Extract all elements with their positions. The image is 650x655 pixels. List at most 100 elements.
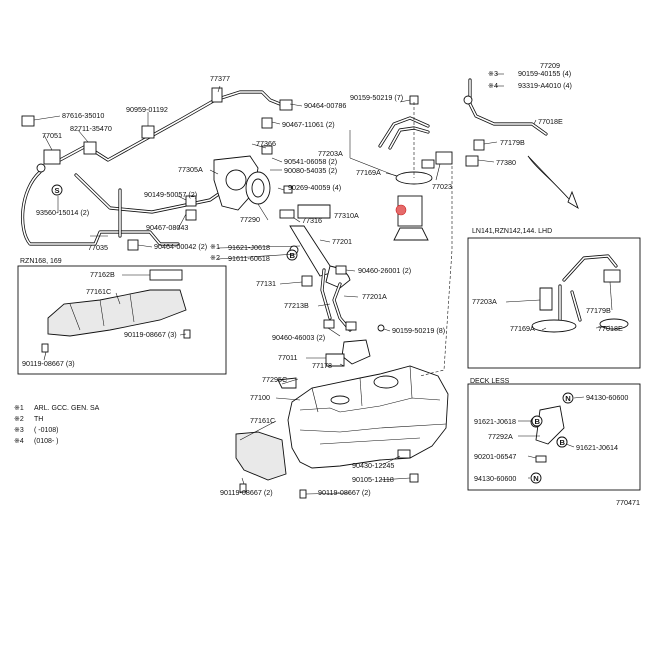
label-82711: 82711-35470 (70, 124, 112, 133)
badge-b-deck2-letter: B (560, 438, 566, 447)
note-4-text: (0108- ) (34, 438, 59, 445)
clip-90464b (127, 239, 139, 251)
note-1-text: ARL. GCC. GEN. SA (34, 405, 100, 412)
marker-s4-top: ※4 (488, 81, 498, 90)
pipe-77310 (297, 204, 331, 219)
label-77295: 77295C (262, 375, 287, 384)
label-90159b: 90159-40155 (4) (518, 69, 571, 78)
clamp-77051 (43, 149, 61, 165)
marker-s1-main: ※1 (210, 242, 220, 251)
label-90467b: 90467-08043 (146, 223, 188, 232)
fuel-tank-77100 (277, 365, 449, 499)
badge-n-top-letter: N (565, 394, 570, 403)
label-77292: 77292A (488, 432, 513, 441)
gasket-77169a-ln (531, 319, 577, 333)
clamp-82711 (83, 141, 97, 155)
box-deck-less (467, 383, 641, 491)
badge-s-letter: S (55, 186, 60, 195)
clip-90149 (185, 195, 197, 207)
label-77203r: 77203A (472, 297, 497, 306)
clamp-90467 (261, 117, 273, 129)
label-77011: 77011 (278, 353, 297, 362)
label-93319: 93319-A4010 (4) (518, 81, 572, 90)
label-90105: 90105-12118 (352, 475, 394, 484)
label-90541: 90541-06058 (2) (284, 157, 337, 166)
badge-n-top (562, 392, 574, 404)
label-top-cut: 77209 (540, 61, 560, 70)
note-2-mark: ※2 (14, 416, 24, 423)
label-91621b: 91621-J0618 (474, 417, 516, 426)
box-ln-title: LN141,RZN142,144. LHD (472, 228, 552, 235)
label-91621c: 91621-J0614 (576, 443, 618, 452)
fuel-pump-assembly (378, 95, 453, 377)
label-90119b: 90119-08667 (2) (318, 488, 371, 497)
label-90467a: 90467-11061 (2) (282, 120, 335, 129)
box-rzn168 (17, 265, 227, 375)
label-90159c: 90159-50219 (8) (392, 326, 445, 335)
gasket-77316 (279, 209, 295, 219)
callout-labels: 87616-35010 77051 82711-35470 90959-0119… (22, 61, 628, 497)
label-77179r: 77179B (586, 306, 611, 315)
label-77162: 77162B (90, 270, 115, 279)
marker-s2-main: ※2 (210, 253, 220, 262)
label-77169r: 77169A (510, 324, 535, 333)
label-77201: 77201 (332, 237, 352, 246)
protector-77161c-rzn (47, 289, 187, 337)
badge-b-main-letter: B (290, 251, 296, 260)
badge-b-deck-letter: B (535, 417, 541, 426)
marker-s3-top: ※3 (488, 69, 498, 78)
label-90460a: 90460-26001 (2) (358, 266, 411, 275)
badge-s (51, 184, 63, 196)
label-90149: 90149-50057 (2) (144, 190, 197, 199)
badge-n-bottom-letter: N (533, 474, 538, 483)
bolt-77179b (473, 139, 485, 151)
label-94130b: 94130-60600 (474, 474, 516, 483)
plate-77023 (435, 151, 453, 165)
pump-filter (393, 227, 429, 241)
box-deck-title: DECK LESS (470, 378, 510, 385)
label-77377: 77377 (210, 74, 230, 83)
label-77035: 77035 (88, 243, 108, 252)
clamp-87616 (21, 115, 35, 127)
pump-highlight (395, 204, 407, 216)
figure-number: 770471 (616, 498, 640, 507)
sender-gauge-assembly (463, 78, 579, 210)
label-77023: 77023 (432, 182, 452, 191)
box-rzn-title: RZN168, 169 (20, 258, 62, 265)
label-90269: 90269-40059 (4) (288, 183, 341, 192)
label-90080: 90080-54035 (2) (284, 166, 337, 175)
label-90159a: 90159-50219 (7) (350, 93, 403, 102)
bolt-90430 (397, 449, 411, 459)
badge-n-bottom (530, 472, 542, 484)
label-77316: 77316 (302, 216, 322, 225)
badge-b-main (286, 249, 298, 261)
label-90119d: 90119-08667 (3) (22, 359, 75, 368)
note-3-mark: ※3 (14, 427, 24, 434)
clamp-90464 (279, 99, 293, 111)
label-77100: 77100 (250, 393, 270, 402)
label-94130a: 94130-60600 (586, 393, 628, 402)
clamp-77377 (211, 87, 223, 103)
clamp-90959 (141, 125, 155, 139)
clamp-90460a (335, 265, 347, 275)
label-77380: 77380 (496, 158, 516, 167)
label-77305: 77305A (178, 165, 203, 174)
label-77366: 77366 (256, 139, 276, 148)
note-4-mark: ※4 (14, 438, 24, 445)
note-2-text: TH (34, 416, 43, 423)
label-77201a: 77201A (362, 292, 387, 301)
pump-opening (373, 375, 399, 389)
label-90430: 90430-12245 (352, 461, 394, 470)
label-90119a: 90119-08667 (2) (220, 488, 273, 497)
label-77161b: 77161C (86, 287, 111, 296)
label-91621a: 91621-J0618 (228, 243, 270, 252)
band-77131 (301, 275, 313, 287)
label-90201: 90201-06547 (474, 452, 516, 461)
canister-assembly (213, 145, 331, 219)
label-77213: 77213B (284, 301, 309, 310)
label-90959: 90959-01192 (126, 105, 168, 114)
label-77169: 77169A (356, 168, 381, 177)
seal-77380 (465, 155, 479, 167)
